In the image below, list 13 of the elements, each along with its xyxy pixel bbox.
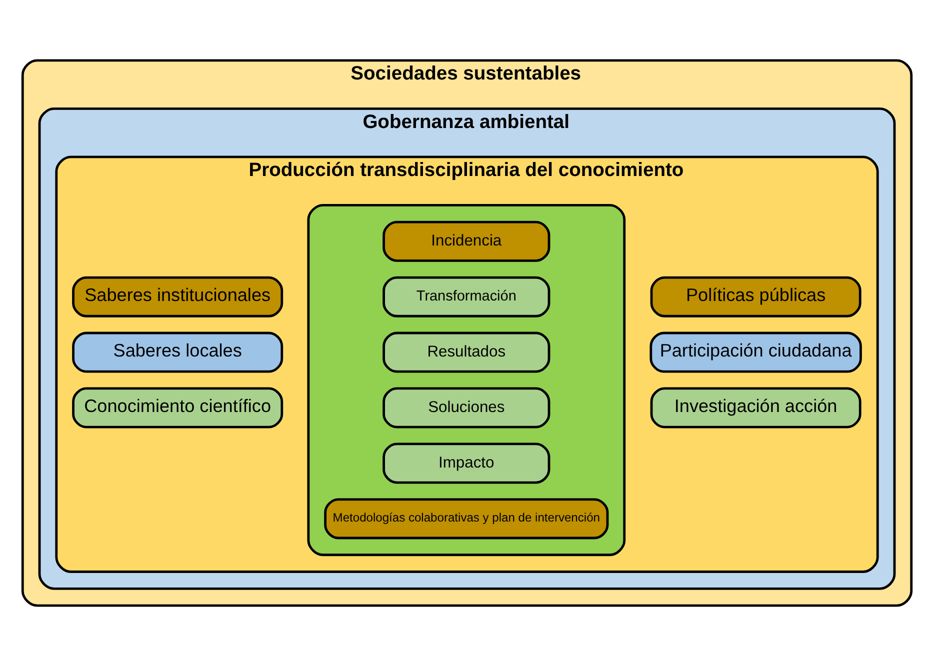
- node-box: Incidencia: [382, 220, 550, 262]
- node-box: Soluciones: [382, 386, 550, 428]
- node-box: Políticas públicas: [650, 276, 862, 317]
- node-box: Transformación: [382, 276, 550, 317]
- node-box: Conocimiento científico: [72, 386, 284, 428]
- node-box: Participación ciudadana: [650, 331, 862, 372]
- node-box: Saberes locales: [72, 331, 284, 372]
- cluster: [307, 203, 626, 556]
- node-box: Impacto: [382, 442, 550, 484]
- node-box: Resultados: [382, 331, 550, 372]
- node-box: Metodologías colaborativas y plan de intervención: [324, 498, 609, 539]
- node-box: Investigación acción: [650, 386, 862, 428]
- node-box: Saberes institucionales: [72, 276, 284, 317]
